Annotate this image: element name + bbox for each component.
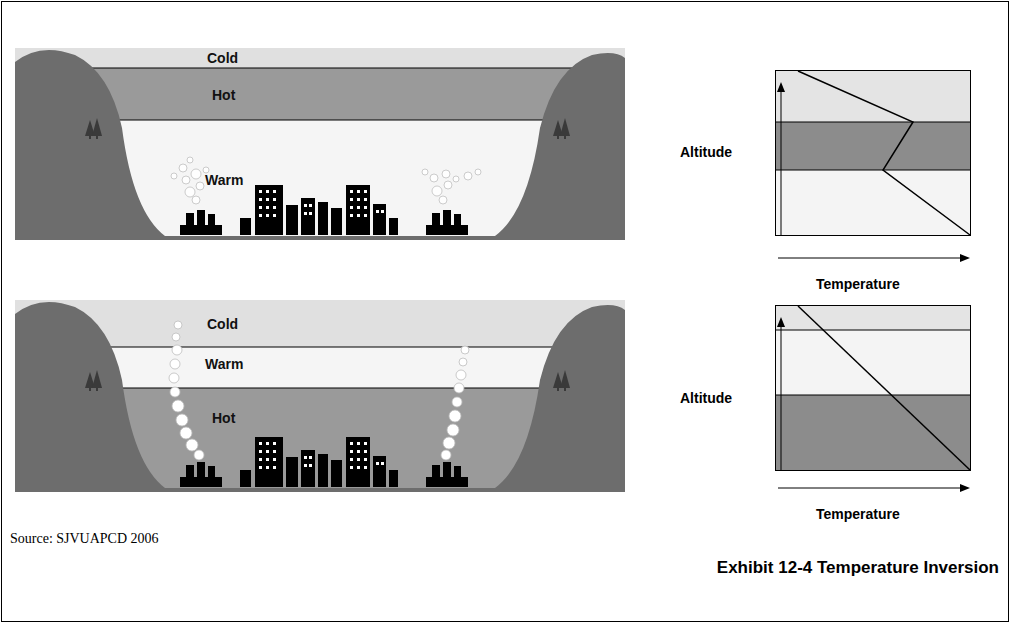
- layer-band: Hot: [212, 409, 235, 427]
- layer-label: Hot: [212, 87, 235, 103]
- layer-label: Cold: [207, 316, 238, 332]
- axis-label: Temperature: [816, 506, 900, 522]
- exhibit-caption: Exhibit 12-4 Temperature Inversion: [669, 556, 999, 579]
- axis-label: Altitude: [680, 144, 732, 160]
- axis-label: Temperature: [816, 276, 900, 292]
- layer-label: Cold: [207, 50, 238, 66]
- layer-band: Cold: [207, 315, 238, 333]
- layer-band: Warm: [205, 171, 243, 189]
- layer-label: Warm: [205, 356, 243, 372]
- layer-label: Hot: [212, 410, 235, 426]
- source-note: Source: SJVUAPCD 2006: [10, 531, 159, 547]
- layer-band: Hot: [212, 86, 235, 104]
- layer-band: Warm: [205, 355, 243, 373]
- axis-label: Altitude: [680, 390, 732, 406]
- layer-label: Warm: [205, 172, 243, 188]
- layer-band: Cold: [207, 49, 238, 67]
